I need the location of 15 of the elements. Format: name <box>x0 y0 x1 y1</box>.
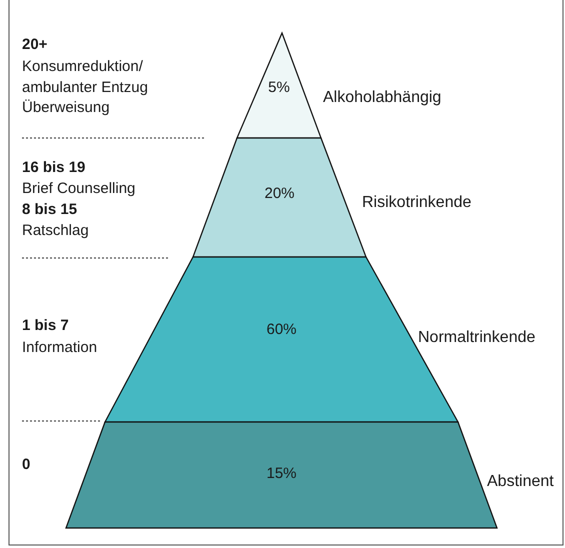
percentage-label: 20% <box>263 185 296 202</box>
intervention-text: Ratschlag <box>22 221 90 241</box>
score-range: 0 <box>22 455 32 475</box>
score-range: 8 bis 15 <box>22 200 78 220</box>
score-range: 20+ <box>22 35 48 55</box>
score-range: 16 bis 19 <box>22 158 86 178</box>
percentage-label: 5% <box>267 79 291 96</box>
group-label: Normaltrinkende <box>418 329 536 347</box>
intervention-text: Brief Counselling <box>22 179 136 199</box>
score-range: 1 bis 7 <box>22 316 70 336</box>
group-label: Abstinent <box>487 473 554 491</box>
group-label: Alkoholabhängig <box>323 89 442 107</box>
group-label: Risikotrinkende <box>362 194 472 212</box>
intervention-text: Information <box>22 338 98 358</box>
intervention-text: Konsumreduktion/ ambulanter Entzug Überweisung <box>22 57 149 118</box>
